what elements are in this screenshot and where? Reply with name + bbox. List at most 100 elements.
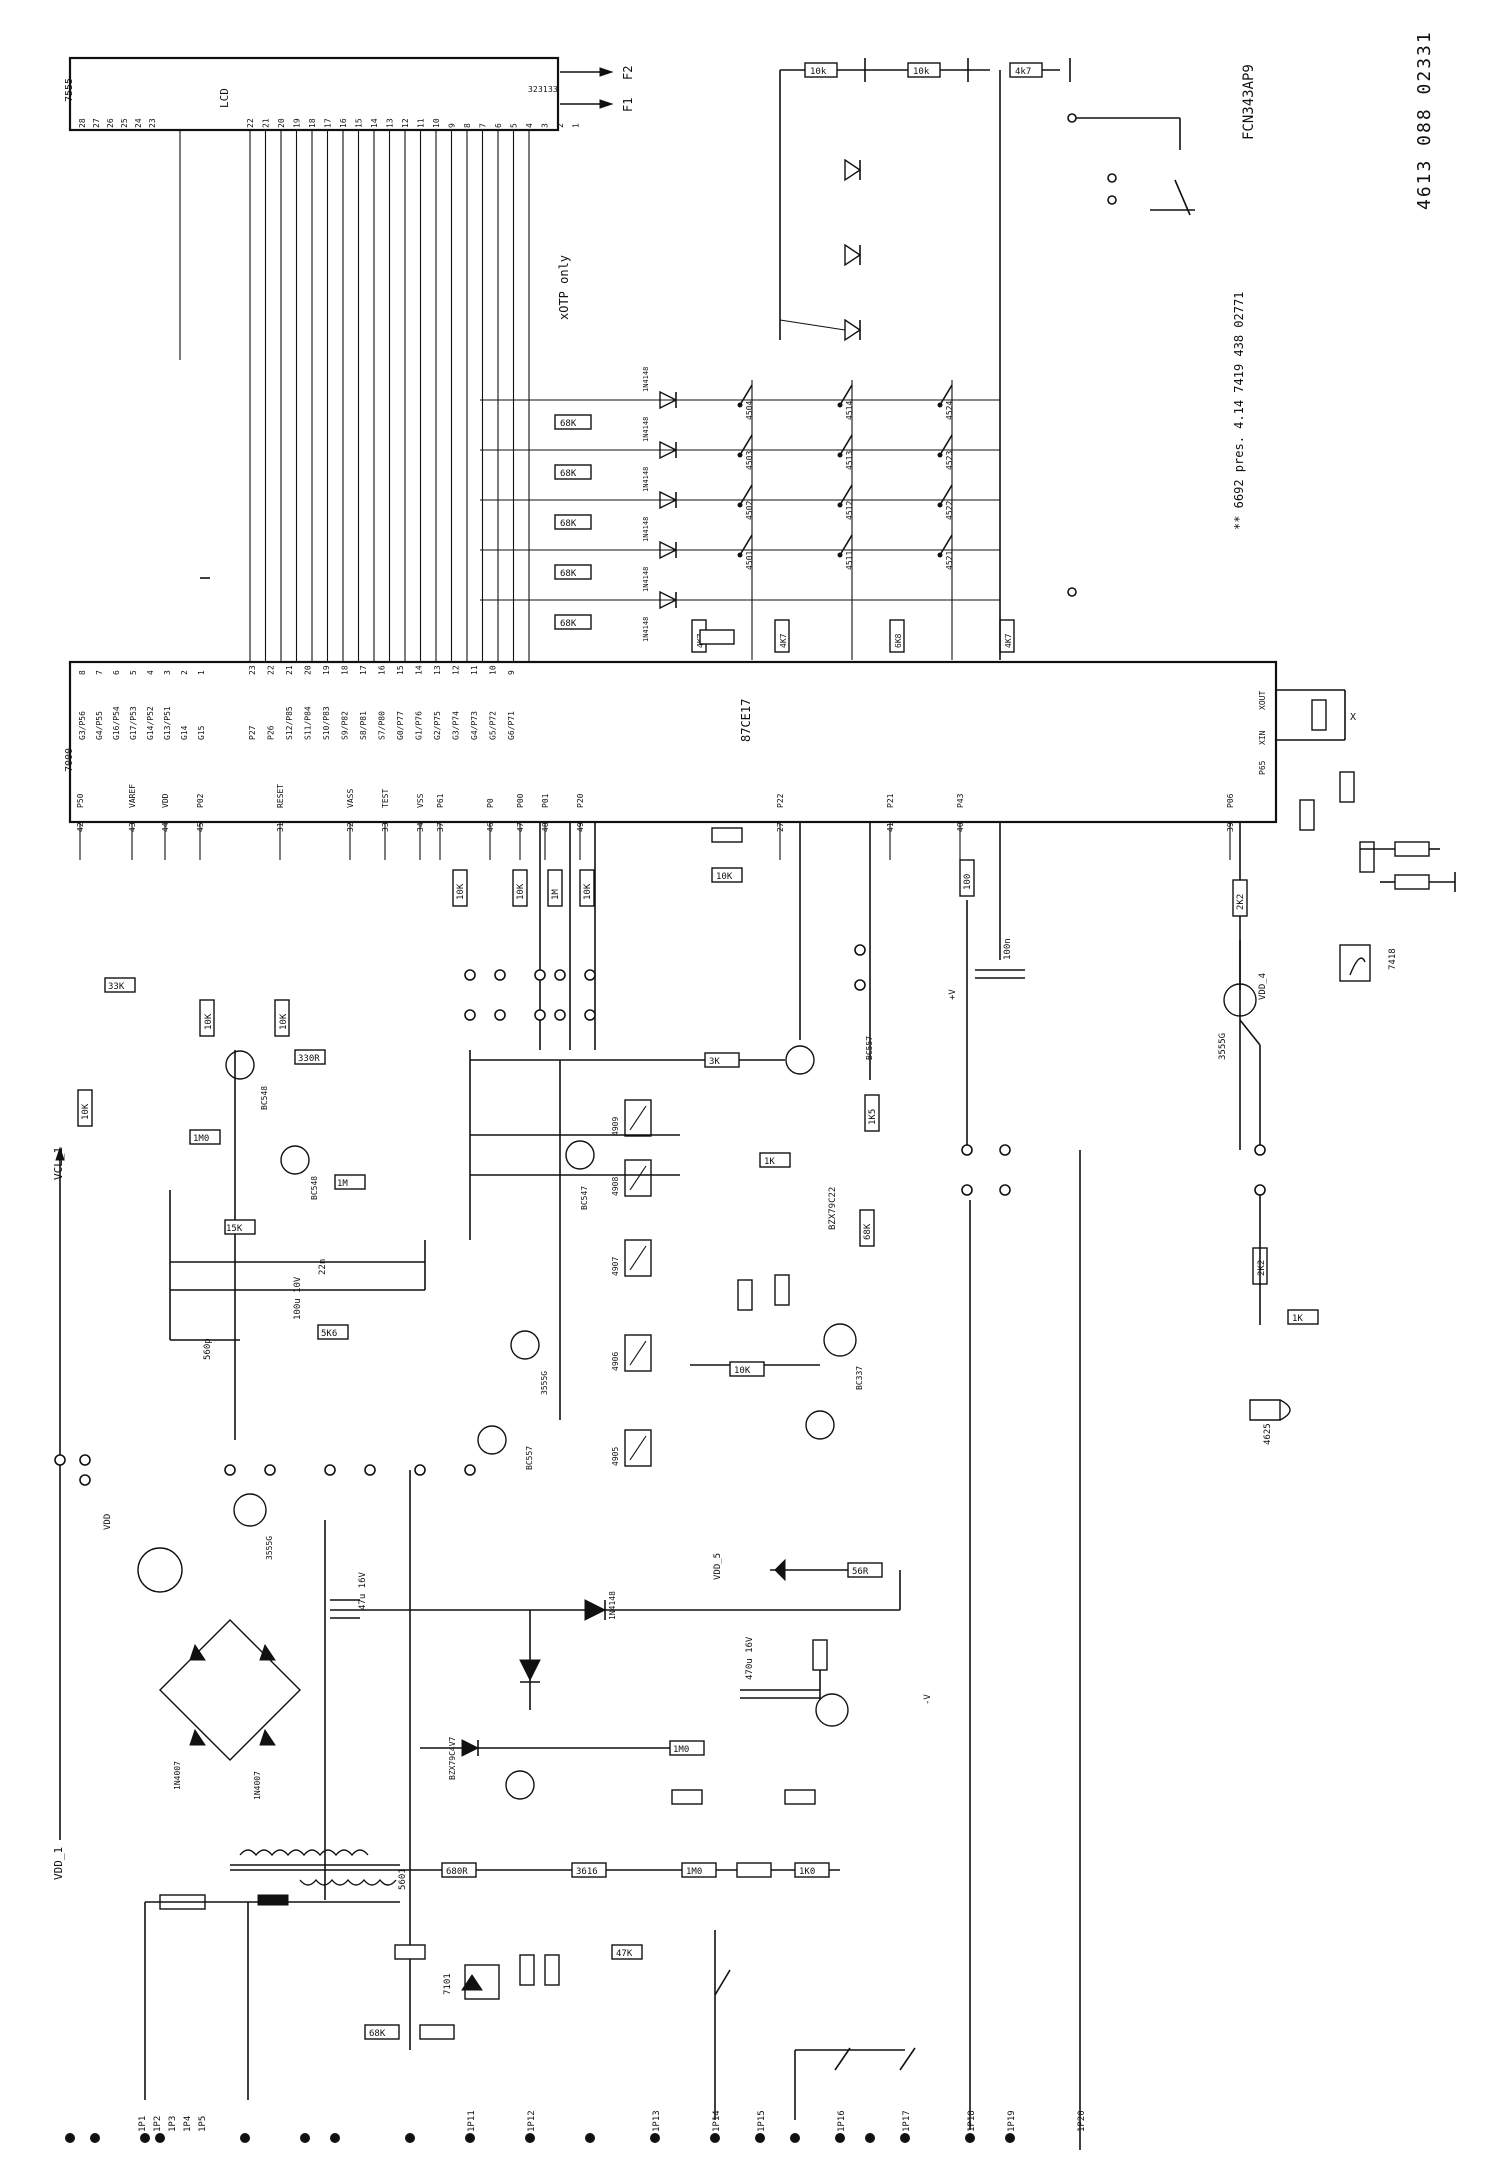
drawing-code: 4613 088 02331 <box>1414 30 1435 210</box>
switch-contact <box>839 384 853 406</box>
lcd-pin-number: 13 <box>386 118 395 128</box>
terminal <box>835 2133 845 2143</box>
switch-contact <box>939 534 953 556</box>
net-label: VDD_4 <box>1258 973 1268 1000</box>
r3201: 33K <box>108 982 125 992</box>
switch-contact <box>739 384 753 406</box>
test-point <box>264 1464 276 1476</box>
resistor-value: 4K7 <box>1004 633 1013 648</box>
terminal <box>525 2133 535 2143</box>
mcu-top-pin-number: 3 <box>163 670 172 675</box>
terminal-label: 1P13 <box>652 2110 662 2132</box>
lcd-pin-number: 4 <box>525 123 534 128</box>
relay-ref: 4905 <box>611 1447 620 1466</box>
d6150: 1N4148 <box>608 1591 617 1620</box>
transformer: 5601 <box>230 1849 408 1890</box>
test-point <box>224 1464 236 1476</box>
r3626: 2K2 <box>1257 1260 1267 1276</box>
buzzer-ref: 4625 <box>1263 1423 1273 1445</box>
resistor-68k <box>554 514 592 530</box>
switch-ref: 4501 <box>745 551 754 570</box>
c2151: 470u 16V <box>745 1636 755 1680</box>
relay-ref: 4908 <box>611 1177 620 1196</box>
mcu-xin: XIN <box>1258 730 1267 745</box>
switch-dot <box>737 502 743 508</box>
resistor-68k-value: 68K <box>560 469 577 479</box>
diode-bridge <box>189 1643 276 1746</box>
switch-contact <box>839 484 853 506</box>
switch-ref: 4523 <box>945 451 954 470</box>
mcu-bottom-pin-signal: P43 <box>956 793 965 808</box>
mcu-top-pin-number: 20 <box>304 665 313 675</box>
terminal-label: 1P14 <box>712 2110 722 2132</box>
r3301: 5K6 <box>321 1329 337 1339</box>
terminal-label: 1P19 <box>1007 2110 1017 2132</box>
r3223: 1M0 <box>193 1134 209 1144</box>
net-label: -V <box>923 1694 933 1705</box>
z6931: BZX79C22 <box>828 1187 838 1230</box>
diode-icon <box>659 440 678 460</box>
switch-contact <box>739 484 753 506</box>
switch-ref: 4521 <box>945 551 954 570</box>
terminal <box>710 2133 720 2143</box>
diode-icon <box>659 390 678 410</box>
mcu-top-pin-number: 9 <box>507 670 516 675</box>
lcd-pin-number: 3 <box>541 123 550 128</box>
switch-dot <box>837 552 843 558</box>
terminal-label: 1P12 <box>527 2110 537 2132</box>
mcu-bottom-pin-signal: VAREF <box>128 784 137 808</box>
switch-dot <box>737 402 743 408</box>
terminal <box>300 2133 310 2143</box>
terminal-label: 1P4 <box>183 2116 193 2132</box>
transistor-type: BC548 <box>310 1176 319 1200</box>
mcu-name: 87CE17 <box>739 699 753 742</box>
r3210: 10K <box>81 1103 91 1120</box>
r3980: 1K <box>764 1157 775 1167</box>
resistor-value: 4K7 <box>779 633 788 648</box>
switch-contact <box>939 384 953 406</box>
diode-type: 1N4148 <box>642 617 650 642</box>
mcu-top-pin-number: 10 <box>489 665 498 675</box>
mcu-top-pin-signal: G4/P73 <box>470 711 479 740</box>
transformer-ref: 5601 <box>398 1868 408 1890</box>
top-right-resistors: 10k 10k 4k7 <box>779 58 1195 660</box>
lcd-pin-number: 18 <box>308 118 317 128</box>
component-labels: 1N41481N41481N41481N41481N41481N4148BC54… <box>103 367 1268 1705</box>
test-point <box>584 1009 596 1021</box>
terminal <box>900 2133 910 2143</box>
lcd-ic-ref: 7555 <box>64 78 75 102</box>
transistor-type: 3555G <box>265 1536 274 1560</box>
terminal <box>755 2133 765 2143</box>
key-matrix: 68K68K68K68K68K4K74K76K84K7 <box>480 380 1015 660</box>
switch-ref: 4504 <box>745 401 754 420</box>
terminal <box>405 2133 415 2143</box>
test-point <box>999 1184 1011 1196</box>
mcu-top-pin-signal: G16/P54 <box>112 706 121 740</box>
switch-dot <box>937 552 943 558</box>
c2221: 100u 10V <box>293 1276 303 1320</box>
switch-ref: 4502 <box>745 501 754 520</box>
switch-dot <box>837 452 843 458</box>
diode-type: 1N4148 <box>642 367 650 392</box>
mcu-top-pin-signal: G0/P77 <box>396 711 405 740</box>
mcu-bottom-pin-signal: P50 <box>76 793 85 808</box>
net-label: VDD <box>103 1514 113 1530</box>
data-bus <box>179 130 530 662</box>
terminal-label: 1P16 <box>837 2110 847 2132</box>
mcu-top-pin-signal: S10/P83 <box>322 706 331 740</box>
switch-ref: 4524 <box>945 401 954 420</box>
mcu-top-pin-signal: G4/P55 <box>95 711 104 740</box>
switch-ref: 4522 <box>945 501 954 520</box>
lcd-pin-number: 7 <box>479 123 488 128</box>
test-point <box>554 1009 566 1021</box>
lcd-ic-name: LCD <box>218 88 231 108</box>
test-point <box>961 1184 973 1196</box>
test-points <box>54 944 1011 1486</box>
r3002: 10K <box>583 883 593 900</box>
r3012: 10K <box>716 872 733 882</box>
resistor-68k-value: 68K <box>560 519 577 529</box>
mcu-top-pin-signal: G2/P75 <box>433 711 442 740</box>
d6112: 1N4007 <box>253 1771 262 1800</box>
